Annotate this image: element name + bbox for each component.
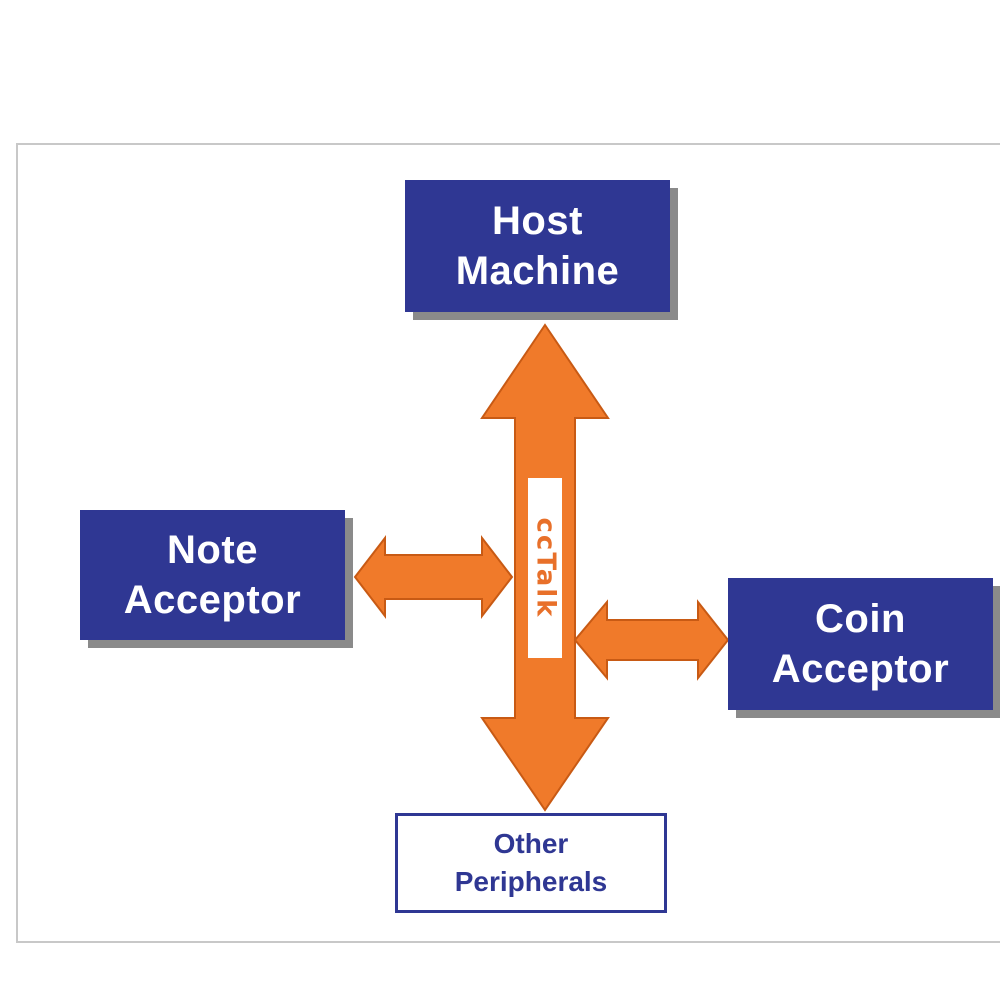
other-peripherals-box: Other Peripherals	[395, 813, 667, 913]
other-line2: Peripherals	[454, 866, 608, 897]
note-line1: Note	[167, 528, 258, 572]
host-line2: Machine	[455, 249, 620, 293]
coin-line1: Coin	[815, 597, 906, 641]
coin-acceptor-box: Coin Acceptor	[728, 578, 993, 710]
note-link-arrow	[353, 535, 514, 619]
note-line2: Acceptor	[123, 578, 302, 622]
note-acceptor-box: Note Acceptor	[80, 510, 345, 640]
coin-line2: Acceptor	[771, 647, 950, 691]
coin-link-arrow	[573, 599, 730, 681]
bus-label-box: ccTalk	[528, 478, 562, 658]
bus-label: ccTalk	[530, 517, 560, 619]
host-line1: Host	[492, 199, 583, 243]
other-line1: Other	[493, 828, 569, 860]
host-machine-box: Host Machine	[405, 180, 670, 312]
